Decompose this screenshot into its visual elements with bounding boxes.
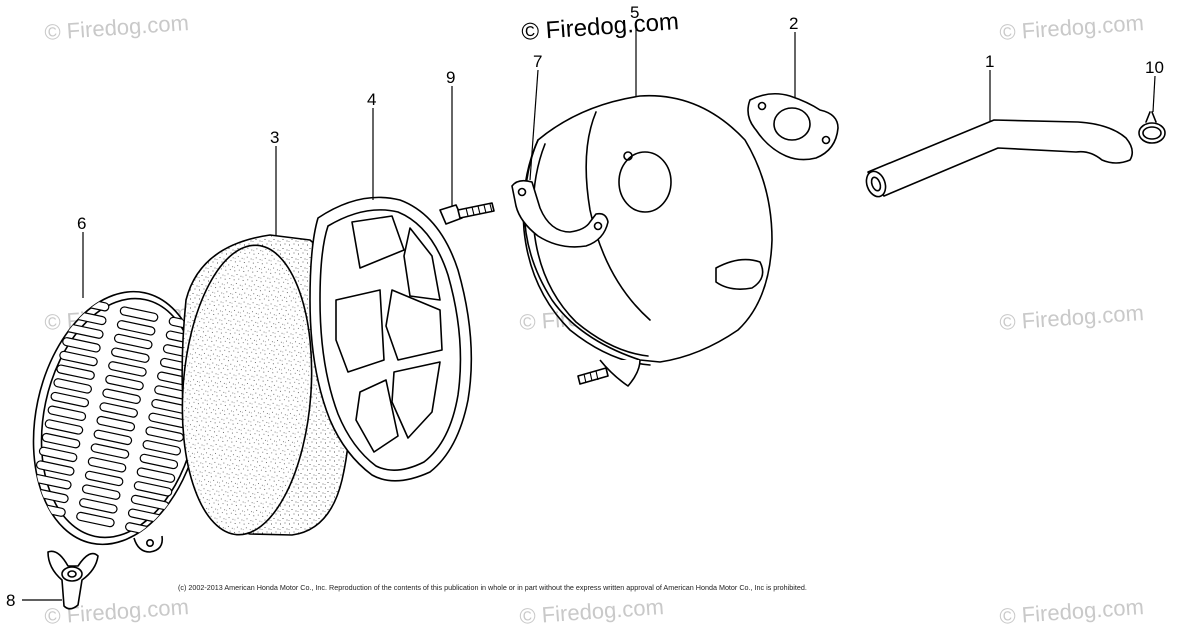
callout-7: 7 <box>533 52 542 71</box>
watermark-top-center: © Firedog.com <box>521 8 680 46</box>
callout-1: 1 <box>985 52 994 71</box>
part-8-wing-nut <box>47 550 99 610</box>
watermark-bottom-center: © Firedog.com <box>519 594 665 629</box>
watermark-top-right: © Firedog.com <box>999 10 1145 45</box>
callouts: 1 2 3 4 5 6 7 8 9 10 <box>6 3 1164 610</box>
part-4-element-holder <box>309 196 473 482</box>
callout-4: 4 <box>367 90 376 109</box>
leader-lines <box>22 22 1156 601</box>
callout-10: 10 <box>1145 58 1164 77</box>
part-5-air-cleaner-case <box>522 94 773 387</box>
part-1-breather-tube <box>865 119 1134 198</box>
callout-3: 3 <box>270 128 279 147</box>
part-10-clip <box>1138 111 1166 144</box>
part-9-bolt <box>439 202 495 225</box>
copyright-notice: (c) 2002-2013 American Honda Motor Co., … <box>178 583 807 592</box>
callout-8: 8 <box>6 591 15 610</box>
callout-9: 9 <box>446 68 455 87</box>
watermark-mid-right: © Firedog.com <box>999 300 1145 335</box>
part-7-bracket <box>511 179 609 248</box>
part-3-air-cleaner-element <box>181 234 352 536</box>
callout-2: 2 <box>789 14 798 33</box>
part-2-gasket <box>747 92 839 161</box>
callout-6: 6 <box>77 214 86 233</box>
watermark-top-left: © Firedog.com <box>44 10 190 45</box>
callout-5: 5 <box>630 3 639 22</box>
watermark-bottom-right: © Firedog.com <box>999 594 1145 629</box>
